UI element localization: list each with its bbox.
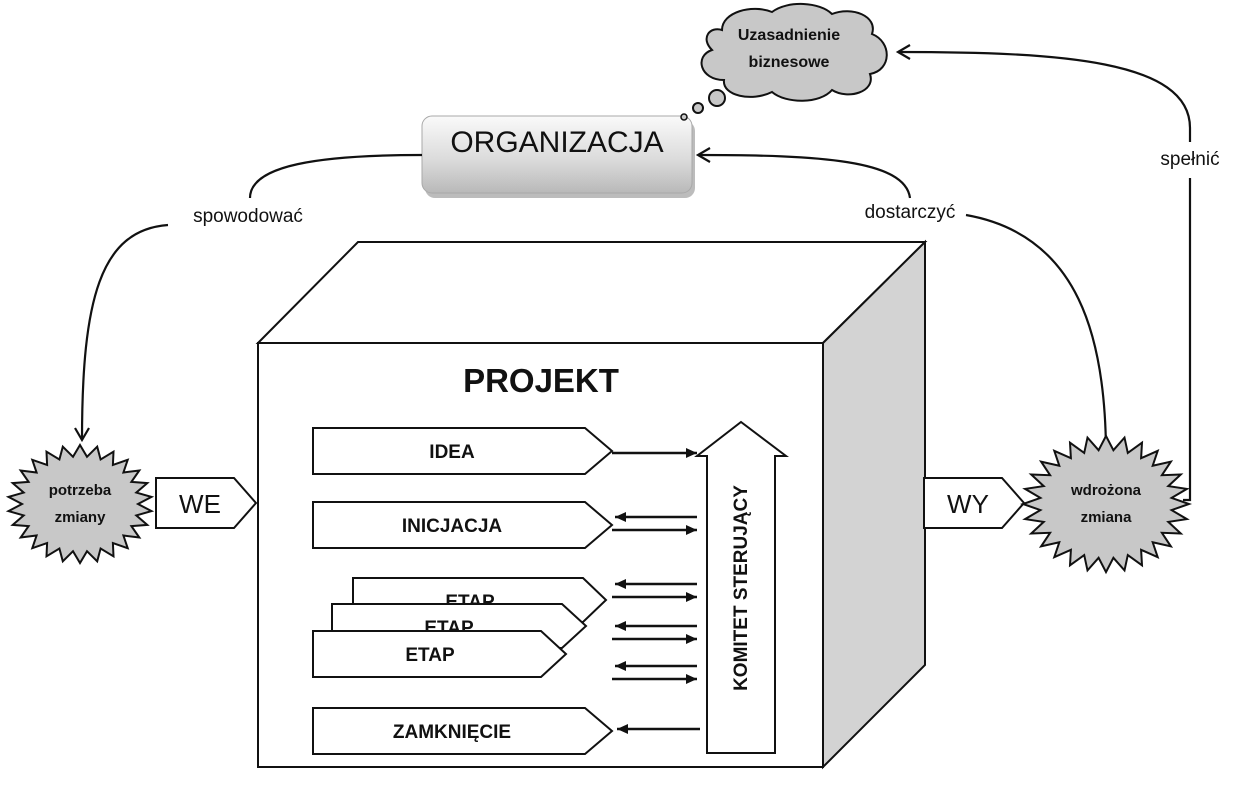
communication-arrows [612,448,700,734]
cause-connector [248,153,423,199]
phase-stage-front-label: ETAP [405,645,455,666]
phase-idea-label: IDEA [429,442,475,463]
organization-label: ORGANIZACJA [450,126,663,159]
deliver-connector [965,213,1108,451]
thought-bubble-small [680,113,688,121]
phase-idea-arrow [312,427,614,475]
deliver-arrow [695,147,912,199]
output-wy-arrow [923,477,1026,529]
business-case-label-line1: Uzasadnienie [738,27,840,44]
phase-initiation-label: INICJACJA [402,516,503,537]
fulfill-label: spełnić [1160,149,1219,170]
phase-initiation-arrow [312,501,614,549]
need-for-change-starburst [5,443,155,565]
cause-label: spowodować [193,206,303,227]
input-we-arrow [155,477,258,529]
implemented-change-starburst [1019,433,1193,575]
phase-closure-arrow [312,707,614,755]
need-for-change-label-line2: zmiany [55,509,107,526]
need-for-change-label-line1: potrzeba [49,482,112,499]
steering-committee-arrow [694,420,789,754]
project-title: PROJEKT [463,362,619,399]
fulfill-arrow [895,44,1192,142]
implemented-change-label-line1: wdrożona [1070,482,1142,499]
implemented-change-label-line2: zmiana [1081,509,1133,526]
input-we-label: WE [179,489,221,519]
fulfill-connector [1183,178,1192,502]
business-case-label-line2: biznesowe [749,54,830,71]
phase-stage-front-arrow [312,630,568,678]
thought-bubble-medium [692,102,704,114]
project-box-top-face [255,241,928,344]
phase-closure-label: ZAMKNIĘCIE [393,722,511,743]
cause-arrow [74,223,169,443]
steering-committee-label: KOMITET STERUJĄCY [731,485,752,691]
thought-bubble-large [708,89,726,107]
deliver-label: dostarczyć [865,202,956,223]
output-wy-label: WY [947,489,989,519]
business-case-cloud [680,2,888,121]
